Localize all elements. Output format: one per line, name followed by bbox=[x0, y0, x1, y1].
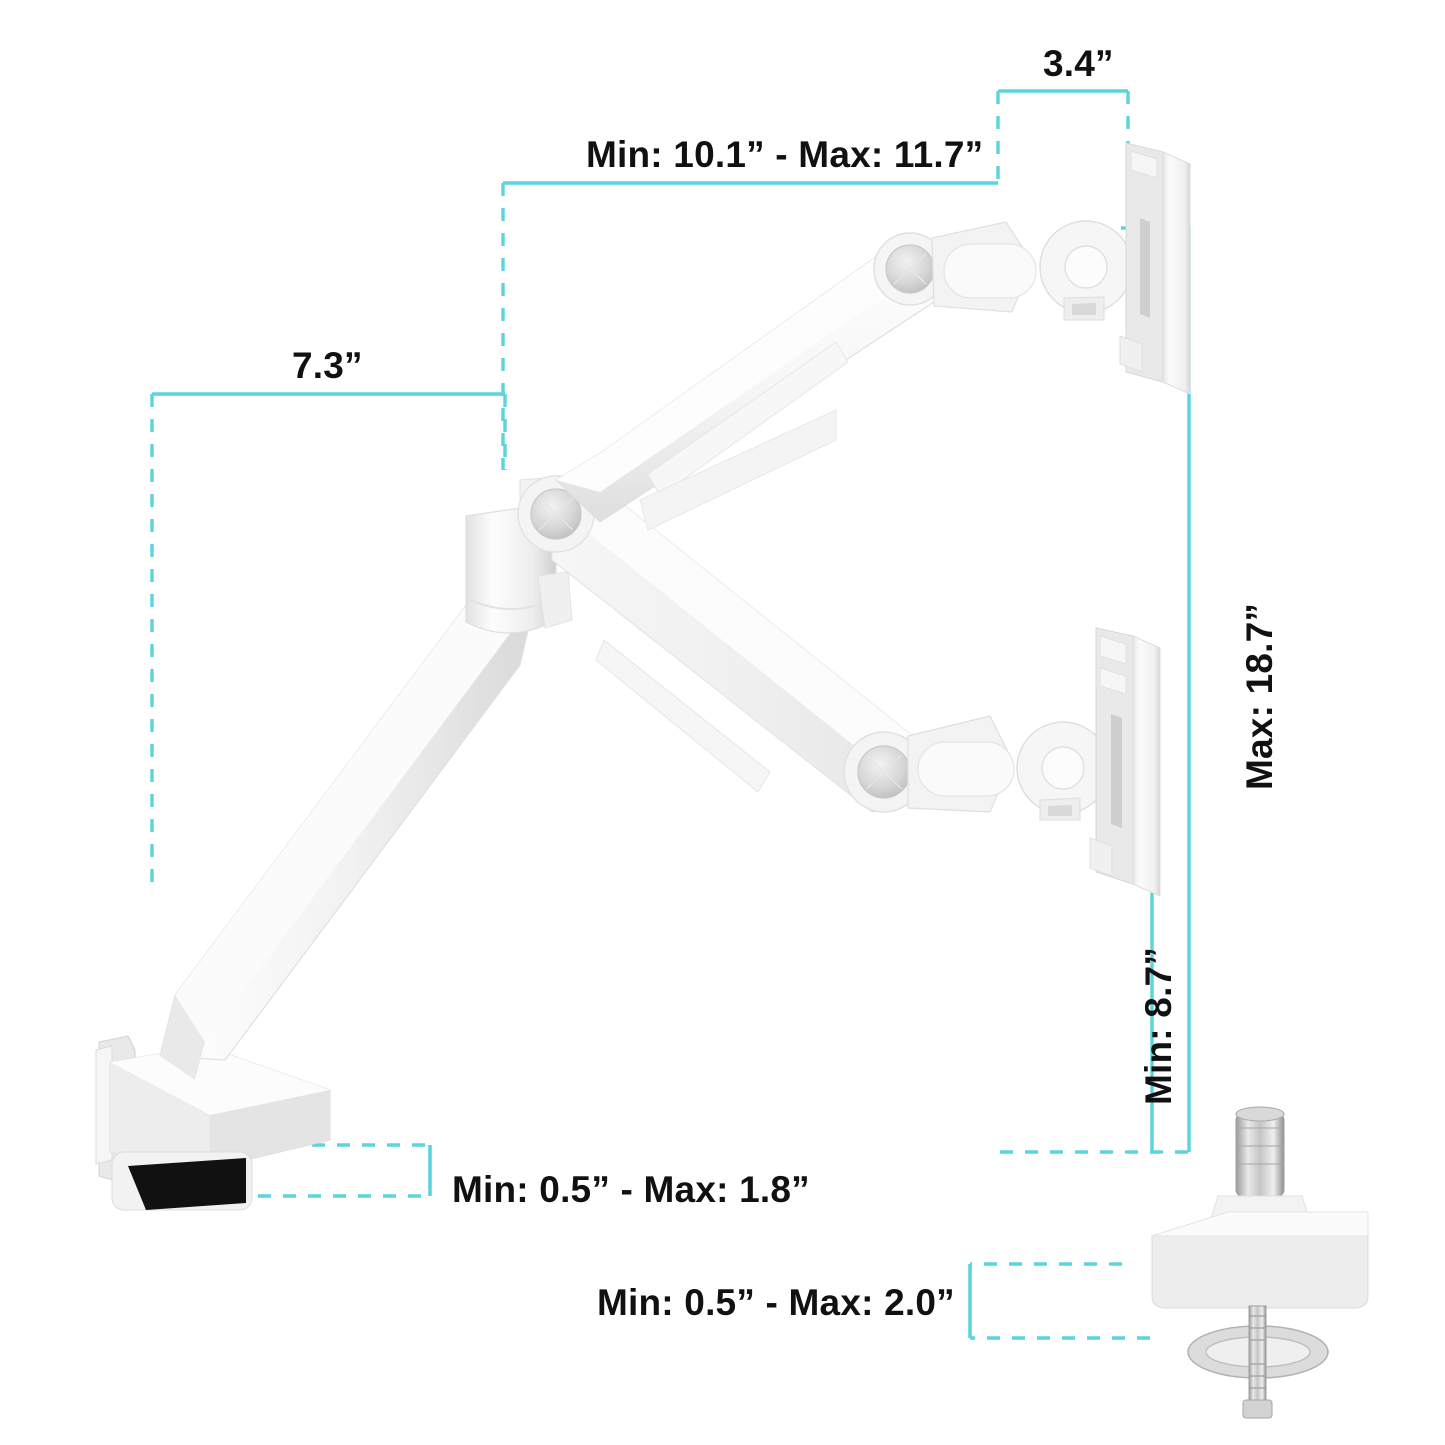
dimension-label-upper-arm-reach: Min: 10.1” - Max: 11.7” bbox=[586, 134, 984, 175]
upper-arm-assembly bbox=[555, 142, 1191, 531]
dimension-line-clamp-thickness bbox=[258, 1143, 432, 1198]
grommet-mount bbox=[1151, 1106, 1369, 1419]
monitor-arm-product bbox=[95, 142, 1191, 1211]
base-arm bbox=[159, 599, 536, 1080]
c-clamp-mount bbox=[95, 1035, 331, 1211]
dimension-label-depth-top: 3.4” bbox=[1043, 43, 1114, 84]
dimension-label-min-height: Min: 8.7” bbox=[1138, 946, 1179, 1105]
dimension-label-clamp-thickness: Min: 0.5” - Max: 1.8” bbox=[452, 1169, 810, 1210]
dimension-label-base-arm-reach: 7.3” bbox=[292, 345, 363, 386]
dimension-line-grommet-thickness bbox=[968, 1262, 1150, 1340]
dimension-label-grommet-thickness: Min: 0.5” - Max: 2.0” bbox=[597, 1282, 955, 1323]
dimension-line-upper-reach bbox=[501, 181, 998, 470]
dimension-line-7-3 bbox=[150, 392, 507, 893]
dimension-line-3-4 bbox=[996, 89, 1130, 183]
dimension-label-max-height: Max: 18.7” bbox=[1239, 602, 1280, 790]
lower-arm-assembly bbox=[517, 475, 1161, 897]
